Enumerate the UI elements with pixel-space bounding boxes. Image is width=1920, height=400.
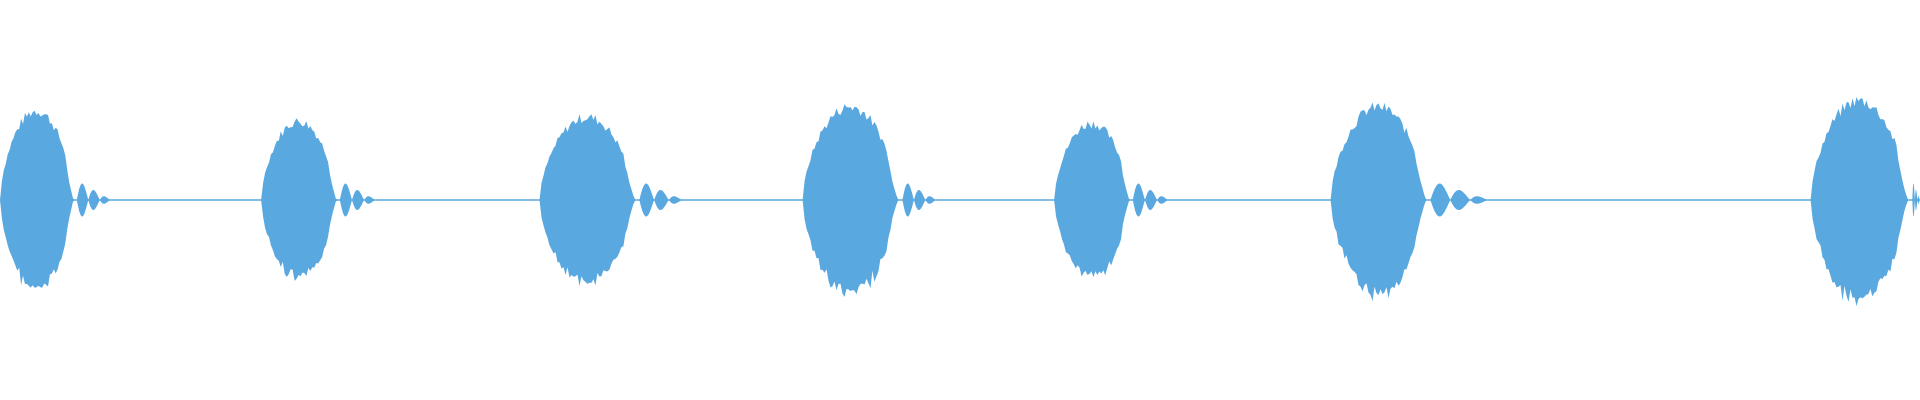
waveform-burst-2 <box>261 118 377 281</box>
waveform-burst-1 <box>0 110 112 288</box>
waveform-burst-3 <box>539 114 684 286</box>
waveform-burst-7 <box>1810 97 1920 307</box>
waveform-bursts <box>0 97 1920 307</box>
waveform-burst-5 <box>1054 121 1170 278</box>
waveform-burst-6 <box>1330 102 1490 302</box>
waveform-burst-4 <box>802 104 937 297</box>
